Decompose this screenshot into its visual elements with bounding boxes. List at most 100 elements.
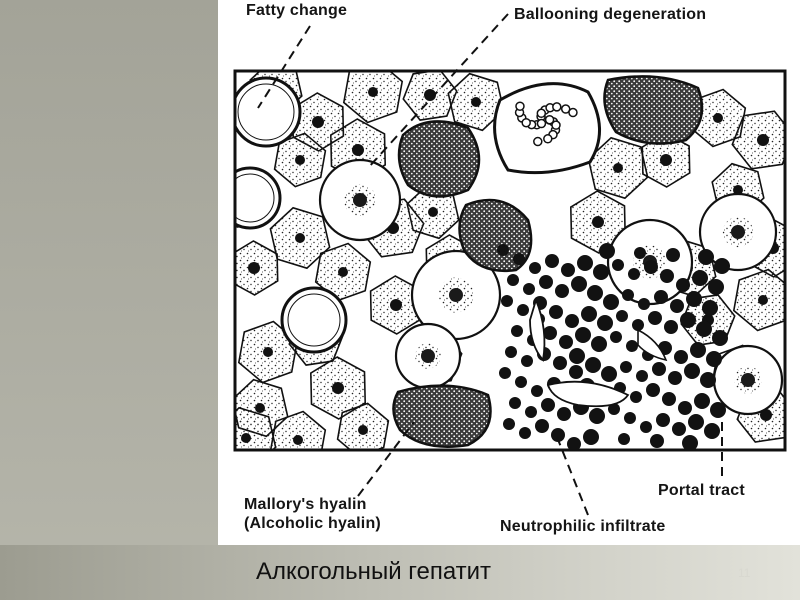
neutrophil	[666, 248, 680, 262]
neutrophil	[569, 365, 583, 379]
neutrophil	[499, 367, 511, 379]
neutrophil	[644, 260, 658, 274]
mallory-hyalin-label-line1: Mallory's hyalin	[244, 496, 367, 513]
hepatocyte-nucleus	[733, 185, 743, 195]
neutrophil	[628, 268, 640, 280]
ballooning-leader	[367, 13, 509, 169]
neutrophil	[668, 371, 682, 385]
fat-vacuole-inner	[287, 293, 341, 347]
hepatocyte-nucleus	[428, 207, 438, 217]
neutrophil	[684, 363, 700, 379]
neutrophil	[656, 413, 670, 427]
neutrophil	[543, 326, 557, 340]
neutrophil	[710, 402, 726, 418]
neutrophil	[608, 403, 620, 415]
clustered-nucleus	[533, 136, 543, 147]
histology-figure: Fatty change Ballooning degeneration Mal…	[218, 0, 800, 545]
neutrophil	[551, 428, 565, 442]
neutrophil	[581, 306, 597, 322]
hepatocyte-nucleus	[312, 116, 324, 128]
neutrophil	[620, 361, 632, 373]
neutrophil	[501, 295, 513, 307]
neutrophil	[692, 270, 708, 286]
ballooning-degeneration-label: Ballooning degeneration	[514, 6, 707, 23]
neutrophil	[593, 264, 609, 280]
neutrophil	[517, 304, 529, 316]
ballooned-cell-nucleus	[741, 373, 755, 387]
neutrophil	[626, 340, 638, 352]
neutrophil	[650, 434, 664, 448]
neutrophil	[700, 372, 716, 388]
neutrophil	[652, 362, 666, 376]
hepatocyte-nucleus	[390, 299, 402, 311]
neutrophil	[662, 392, 676, 406]
slide-caption: Алкогольный гепатит	[256, 558, 492, 585]
portal-vessel	[546, 380, 630, 408]
neutrophil	[557, 407, 571, 421]
neutrophil	[688, 414, 704, 430]
neutrophil	[525, 406, 537, 418]
neutrophil	[680, 312, 696, 328]
neutrophil	[583, 429, 599, 445]
mallory-hyalin-label: Mallory's hyalin (Alcoholic hyalin)	[244, 495, 381, 533]
neutrophil	[648, 311, 662, 325]
neutrophil	[634, 247, 646, 259]
hepatocyte-nucleus	[295, 155, 305, 165]
neutrophil	[690, 342, 706, 358]
neutrophil	[567, 437, 581, 450]
mallory-hyalin-cell	[392, 384, 492, 448]
hepatocyte-nucleus	[358, 425, 368, 435]
portal-vessel	[529, 297, 546, 363]
neutrophil	[676, 278, 690, 292]
mallory-hyalin-cell	[458, 198, 533, 273]
hepatocyte-nucleus	[368, 87, 378, 97]
neutrophil	[575, 327, 591, 343]
hepatocyte-nucleus	[295, 233, 305, 243]
slide-number: 11	[738, 566, 751, 580]
neutrophil	[553, 356, 567, 370]
neutrophil	[678, 401, 692, 415]
neutrophil	[682, 435, 698, 450]
clustered-nucleus	[536, 108, 547, 119]
hepatocyte-nucleus	[352, 144, 364, 156]
hepatocyte-nucleus	[332, 382, 344, 394]
neutrophilic-infiltrate-label: Neutrophilic infiltrate	[500, 518, 666, 535]
mallory-leader	[357, 421, 415, 497]
mallory-hyalin-cell	[397, 120, 481, 198]
mallory-hyalin-label-line2: (Alcoholic hyalin)	[244, 515, 381, 532]
neutrophil	[539, 275, 553, 289]
neutrophil	[674, 350, 688, 364]
neutrophil	[565, 314, 579, 328]
ballooned-degenerating-cell	[493, 82, 601, 175]
neutrophil	[672, 422, 686, 436]
neutrophil	[559, 335, 573, 349]
ballooned-cell-nucleus	[421, 349, 435, 363]
neutrophil	[712, 330, 728, 346]
portal-tract-label: Portal tract	[658, 482, 745, 499]
neutrophil	[569, 348, 585, 364]
fat-vacuole	[235, 76, 302, 148]
hepatocyte-nucleus	[713, 113, 723, 123]
neutrophil	[640, 421, 652, 433]
neutrophil	[587, 285, 603, 301]
leader-lines	[257, 13, 723, 516]
hepatocyte-nucleus	[338, 267, 348, 277]
neutrophil	[601, 366, 617, 382]
neutrophil	[577, 255, 593, 271]
neutrophil	[519, 427, 531, 439]
neutrophil	[702, 300, 718, 316]
neutrophil	[529, 262, 541, 274]
neutrophil	[599, 243, 615, 259]
hepatocyte-nucleus	[424, 89, 436, 101]
neutrophil	[523, 283, 535, 295]
neutrophil	[616, 310, 628, 322]
portal-vessel	[637, 328, 668, 362]
neutrophil	[686, 291, 702, 307]
hepatocyte-nucleus	[592, 216, 604, 228]
fatty-change-label: Fatty change	[246, 2, 348, 19]
neutrophil	[505, 346, 517, 358]
neutrophil	[545, 254, 559, 268]
neutrophil	[638, 298, 650, 310]
neutrophil	[531, 385, 543, 397]
fat-vacuole	[280, 286, 348, 354]
